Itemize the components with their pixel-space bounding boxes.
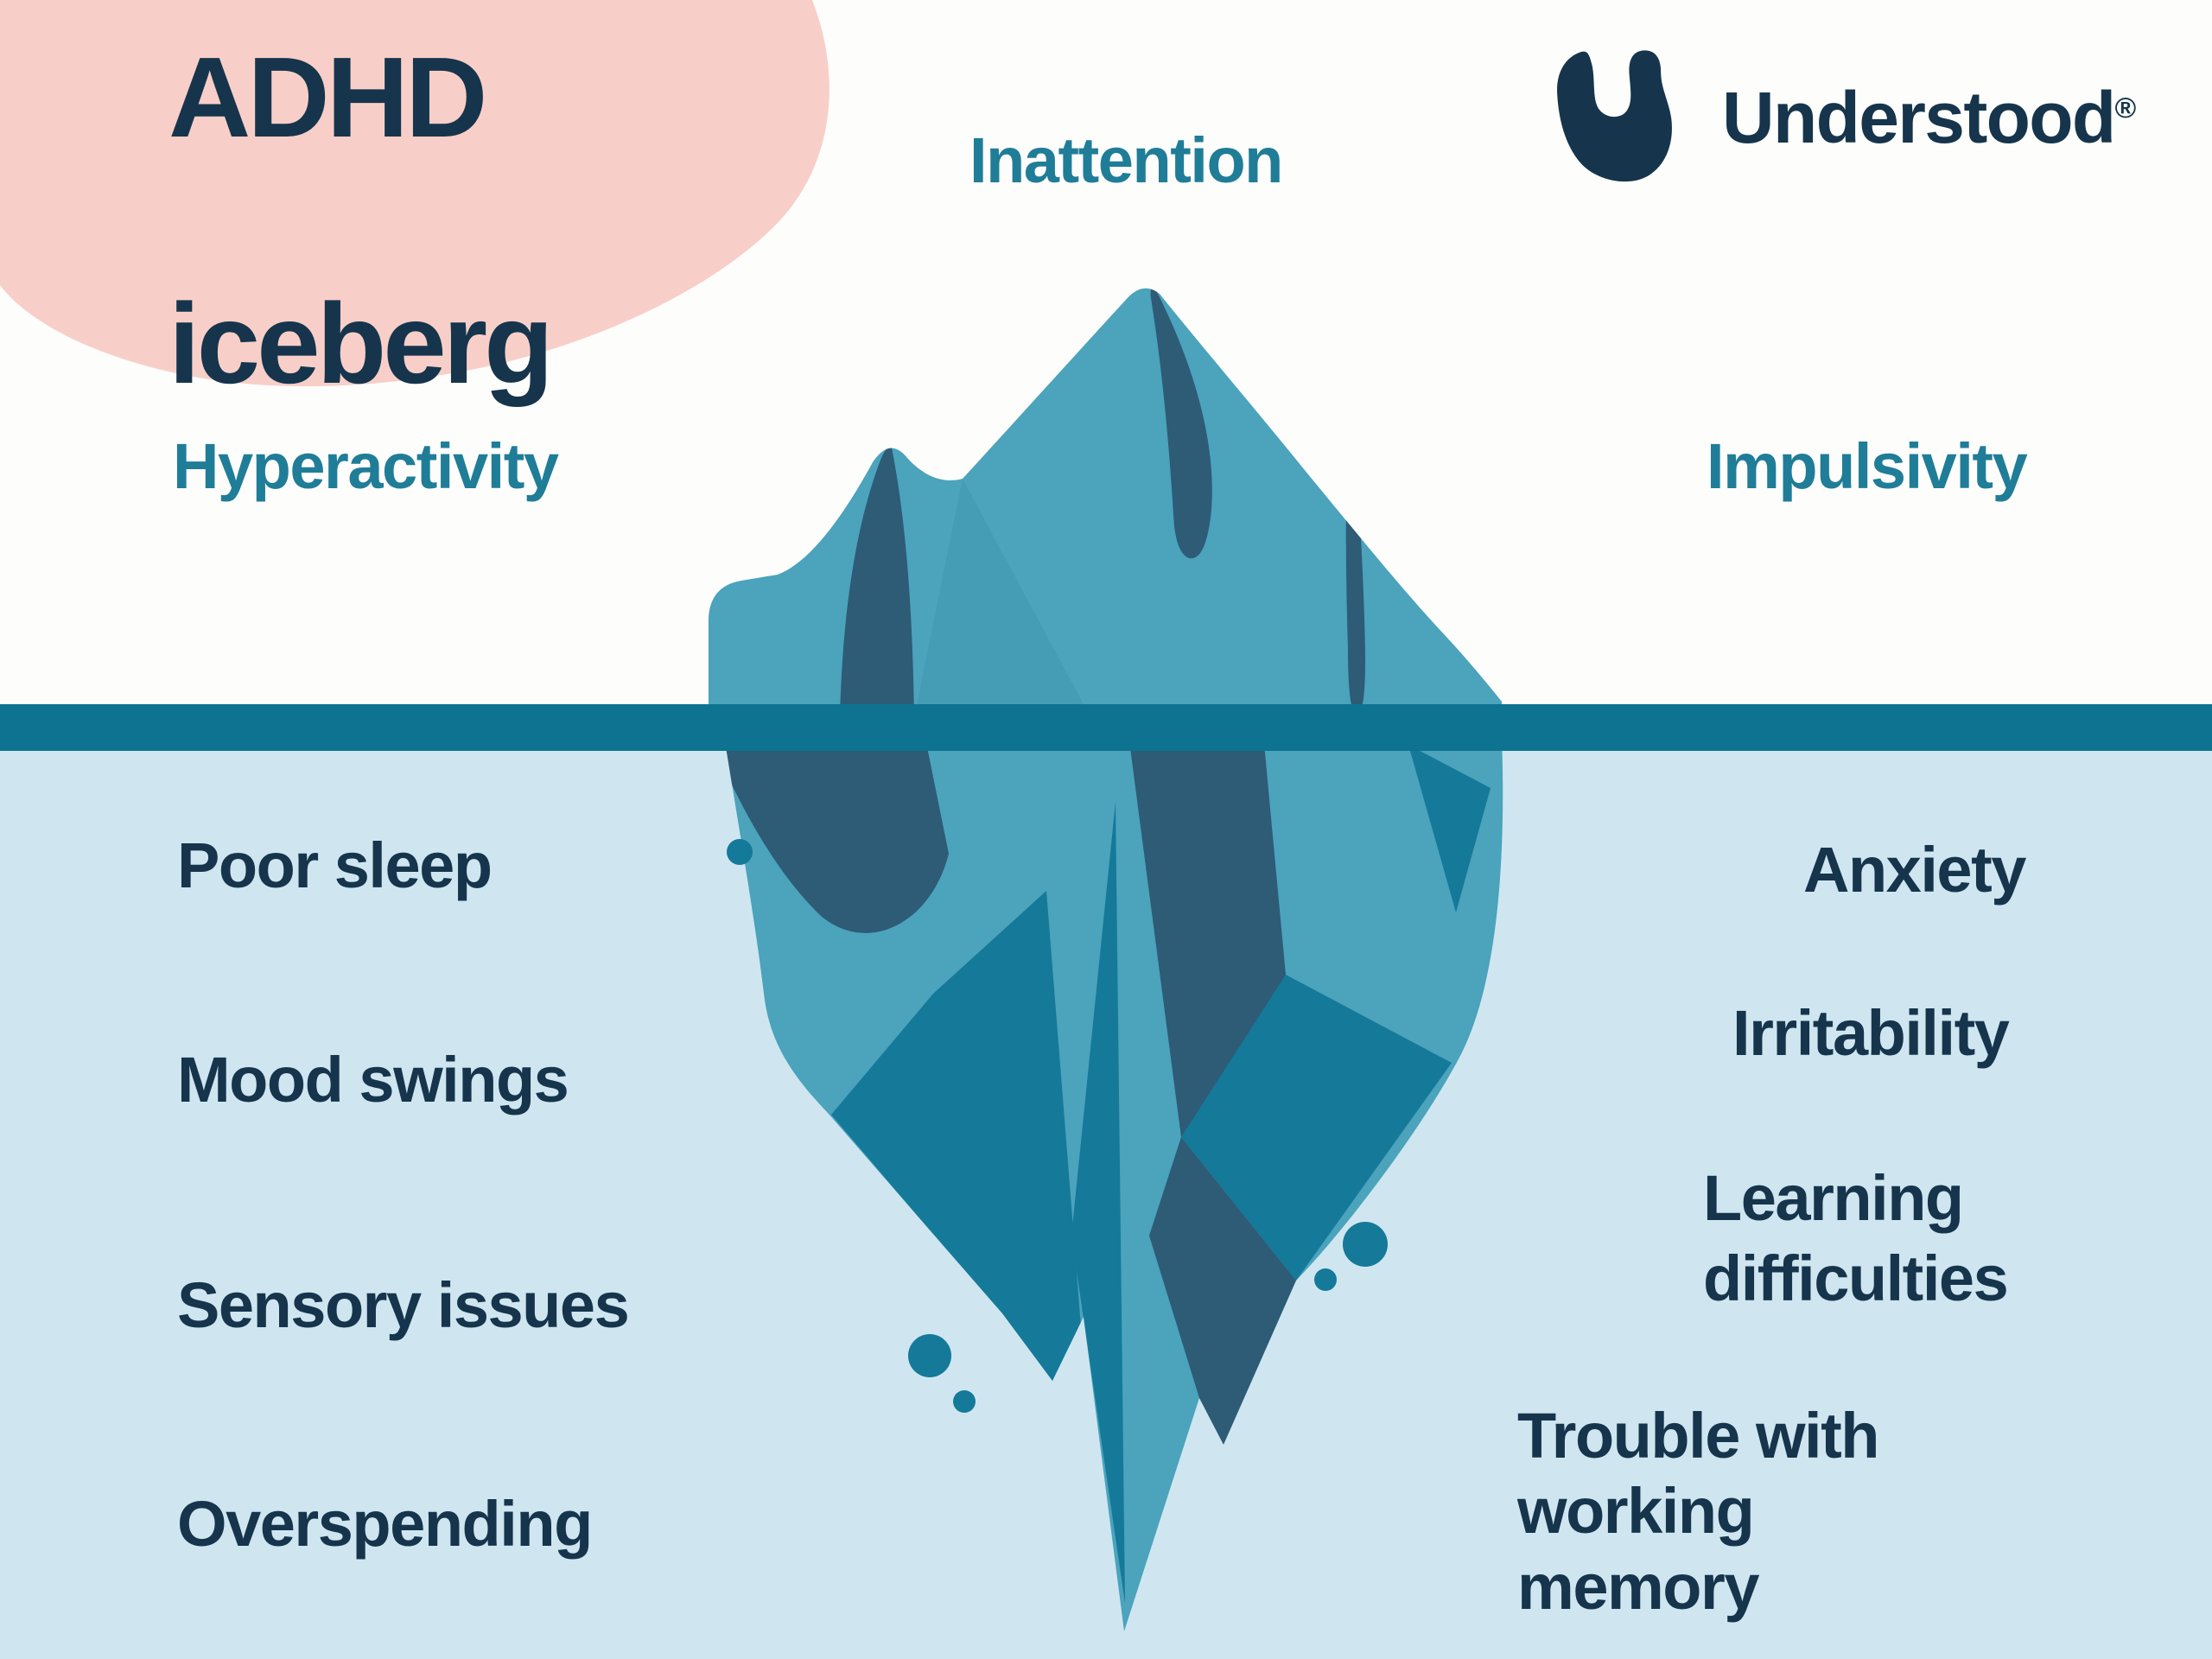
symptom-poor-sleep: Poor sleep (177, 830, 493, 901)
category-label-hyperactivity: Hyperactivity (173, 430, 559, 502)
symptom-anxiety: Anxiety (1803, 834, 2026, 906)
page-title-line1: ADHD (168, 34, 487, 161)
symptom-trouble-working-memory: Trouble with working memory (1517, 1400, 1879, 1623)
category-label-impulsivity: Impulsivity (1707, 430, 2028, 502)
iceberg-above-water (709, 288, 1503, 717)
waterline (0, 704, 2212, 751)
symptom-irritability: Irritability (1732, 997, 2010, 1069)
page-title-line2: iceberg (168, 280, 554, 408)
symptom-sensory-issues: Sensory issues (177, 1269, 630, 1341)
pink-corner-blob (0, 0, 830, 387)
understood-u-icon (1557, 50, 1672, 182)
bubbles (727, 839, 1388, 1413)
symptom-learning-difficulties: Learning difficulties (1703, 1162, 2009, 1314)
symptom-mood-swings: Mood swings (177, 1044, 569, 1116)
registered-trademark: ® (2114, 92, 2137, 124)
brand-name: Understood (1722, 77, 2116, 158)
category-label-inattention: Inattention (969, 124, 1283, 196)
symptom-overspending: Overspending (177, 1488, 593, 1560)
iceberg-underwater (724, 736, 1503, 1631)
page-title: ADHD iceberg (168, 34, 554, 408)
brand-wordmark: Understood® (1722, 76, 2137, 160)
